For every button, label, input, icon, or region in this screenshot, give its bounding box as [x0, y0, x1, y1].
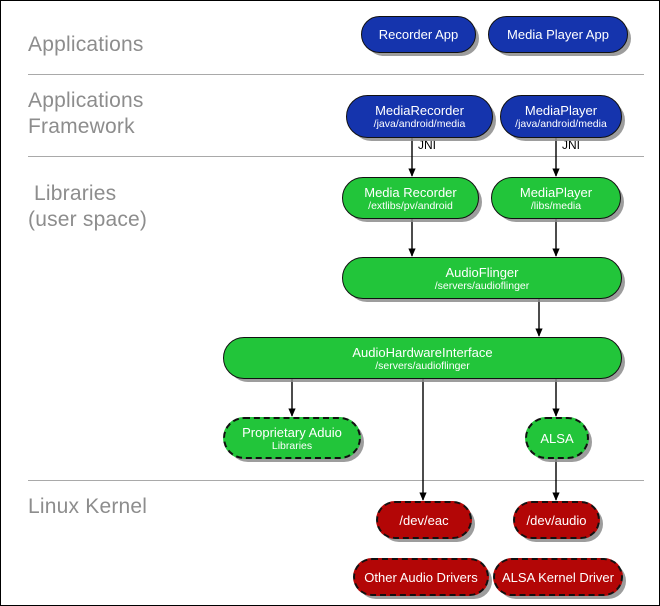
node-title: Recorder App	[378, 27, 459, 42]
node-title: Media Player App	[507, 27, 609, 42]
node-subtitle: /servers/audioflinger	[434, 279, 530, 292]
node-title: MediaPlayer	[524, 103, 598, 118]
band-label-linux-kernel: Linux Kernel	[28, 495, 148, 518]
node-subtitle: /java/android/media	[515, 118, 607, 130]
node-audiohardwareinterface[interactable]: AudioHardwareInterface/servers/audioflin…	[223, 337, 622, 379]
node-dev-audio[interactable]: /dev/audio	[513, 501, 600, 539]
node-title: Proprietary Aduio	[242, 424, 342, 440]
node-alsa-kernel-driver[interactable]: ALSA Kernel Driver	[493, 558, 623, 596]
node-title: ALSA	[540, 430, 574, 446]
node-subtitle: /java/android/media	[373, 118, 466, 130]
node-mediarecorder-framework[interactable]: MediaRecorder/java/android/media	[346, 95, 493, 138]
node-mediaplayer-framework[interactable]: MediaPlayer/java/android/media	[500, 95, 622, 138]
divider-applications	[28, 74, 644, 75]
node-title: MediaPlayer	[519, 184, 593, 200]
node-audioflinger[interactable]: AudioFlinger/servers/audioflinger	[342, 257, 622, 299]
node-media-player-app[interactable]: Media Player App	[488, 16, 628, 53]
divider-linux-kernel	[28, 480, 644, 481]
node-title: Media Recorder	[364, 184, 457, 200]
node-title: /dev/audio	[526, 512, 587, 528]
node-title: AudioFlinger	[445, 264, 519, 280]
node-other-audio-drivers[interactable]: Other Audio Drivers	[353, 558, 489, 596]
node-subtitle: /libs/media	[530, 199, 582, 212]
node-subtitle: /servers/audioflinger	[375, 359, 470, 372]
node-title: ALSA Kernel Driver	[502, 569, 614, 585]
node-title: MediaRecorder	[375, 103, 464, 118]
node-alsa[interactable]: ALSA	[525, 417, 589, 459]
node-media-recorder-lib[interactable]: Media Recorder/extlibs/pv/android	[342, 177, 479, 219]
node-title: /dev/eac	[399, 512, 449, 528]
node-recorder-app[interactable]: Recorder App	[361, 16, 476, 53]
node-mediaplayer-lib[interactable]: MediaPlayer/libs/media	[491, 177, 621, 219]
band-label-libraries: Libraries (user space)	[28, 182, 148, 231]
band-label-applications: Applications	[28, 33, 144, 56]
node-title: Other Audio Drivers	[364, 569, 478, 585]
divider-framework	[28, 156, 644, 157]
edge-label-jni-recorder: JNI	[418, 138, 436, 152]
node-title: AudioHardwareInterface	[352, 344, 493, 360]
node-dev-eac[interactable]: /dev/eac	[376, 501, 472, 539]
node-subtitle: /extlibs/pv/android	[368, 199, 453, 212]
node-subtitle: Libraries	[271, 439, 313, 452]
edge-label-jni-player: JNI	[562, 138, 580, 152]
band-label-applications-framework: Applications Framework	[28, 89, 144, 138]
